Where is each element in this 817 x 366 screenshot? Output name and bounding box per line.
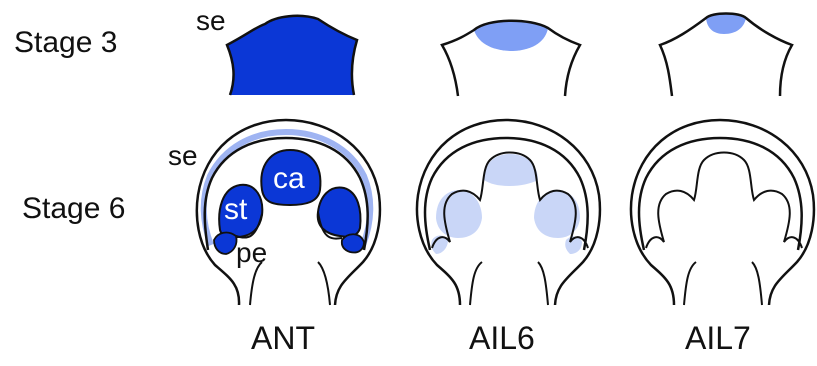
ail6-stage6-flower [417, 120, 600, 305]
label-stamen: st [224, 193, 248, 226]
ant-stage6-left-petal [214, 233, 237, 254]
ail7-stage6-pedicel [684, 262, 762, 305]
ail6-stage3-bud [442, 21, 580, 96]
label-petal: pe [236, 237, 267, 268]
ail7-stage3-expression-domain [706, 14, 746, 35]
ant-stage6-pedicel [250, 262, 330, 305]
ant-stage3-bud [227, 16, 357, 95]
ant-stage3-expression-domain [227, 16, 357, 95]
ail7-stage6-meristem-outline [646, 153, 802, 249]
ail6-stage6-pedicel [470, 262, 548, 305]
ant-stage6-right-petal [342, 234, 364, 252]
ail7-stage6-inner-sepal [639, 138, 802, 250]
ail7-stage3-bud [660, 14, 792, 97]
ant-stage6-right-stamen [318, 188, 361, 237]
label-sepal-stage6: se [168, 140, 198, 171]
ail6-stage6-left-stamen-expression [436, 190, 482, 238]
label-sepal-stage3: se [196, 5, 226, 36]
label-carpel: ca [273, 162, 305, 195]
ail7-stage6-flower [631, 120, 814, 305]
